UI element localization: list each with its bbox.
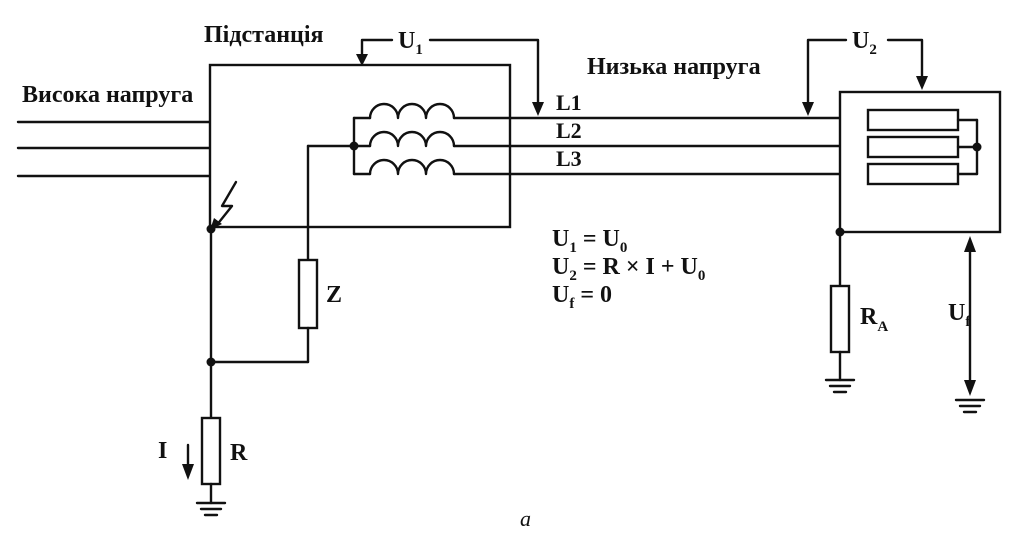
impedance-z bbox=[297, 258, 319, 330]
equation-1: U1 = U0 bbox=[552, 226, 627, 256]
uf-arrow bbox=[954, 236, 986, 414]
low-voltage-lines bbox=[452, 116, 870, 176]
uf-label: Uf bbox=[948, 300, 971, 330]
figure-caption: a bbox=[520, 506, 531, 531]
high-voltage-label: Висока напруга bbox=[22, 82, 193, 108]
substation-label: Підстанція bbox=[204, 22, 324, 48]
consumer-load bbox=[866, 108, 982, 186]
current-label: I bbox=[158, 438, 167, 464]
neutral-impedance-branch bbox=[209, 144, 356, 364]
u2-arrow bbox=[802, 38, 928, 116]
consumer-earthing bbox=[824, 227, 856, 394]
equation-2: U2 = R × I + U0 bbox=[552, 254, 705, 284]
impedance-z-label: Z bbox=[326, 282, 342, 308]
equation-3: Uf = 0 bbox=[552, 282, 612, 312]
u1-label: U1 bbox=[398, 28, 423, 58]
u1-arrow bbox=[356, 38, 544, 116]
line-l1-label: L1 bbox=[556, 90, 582, 115]
line-l2-label: L2 bbox=[556, 118, 582, 143]
current-arrow bbox=[182, 443, 194, 480]
low-voltage-label: Низька напруга bbox=[587, 54, 761, 80]
resistor-r-label: R bbox=[230, 440, 248, 466]
resistor-ra-label: RA bbox=[860, 304, 888, 335]
line-l3-label: L3 bbox=[556, 146, 582, 171]
earth-resistor-r bbox=[200, 416, 222, 486]
earth-resistor-ra bbox=[829, 284, 851, 354]
u2-label: U2 bbox=[852, 28, 877, 58]
substation-earthing bbox=[195, 224, 227, 517]
